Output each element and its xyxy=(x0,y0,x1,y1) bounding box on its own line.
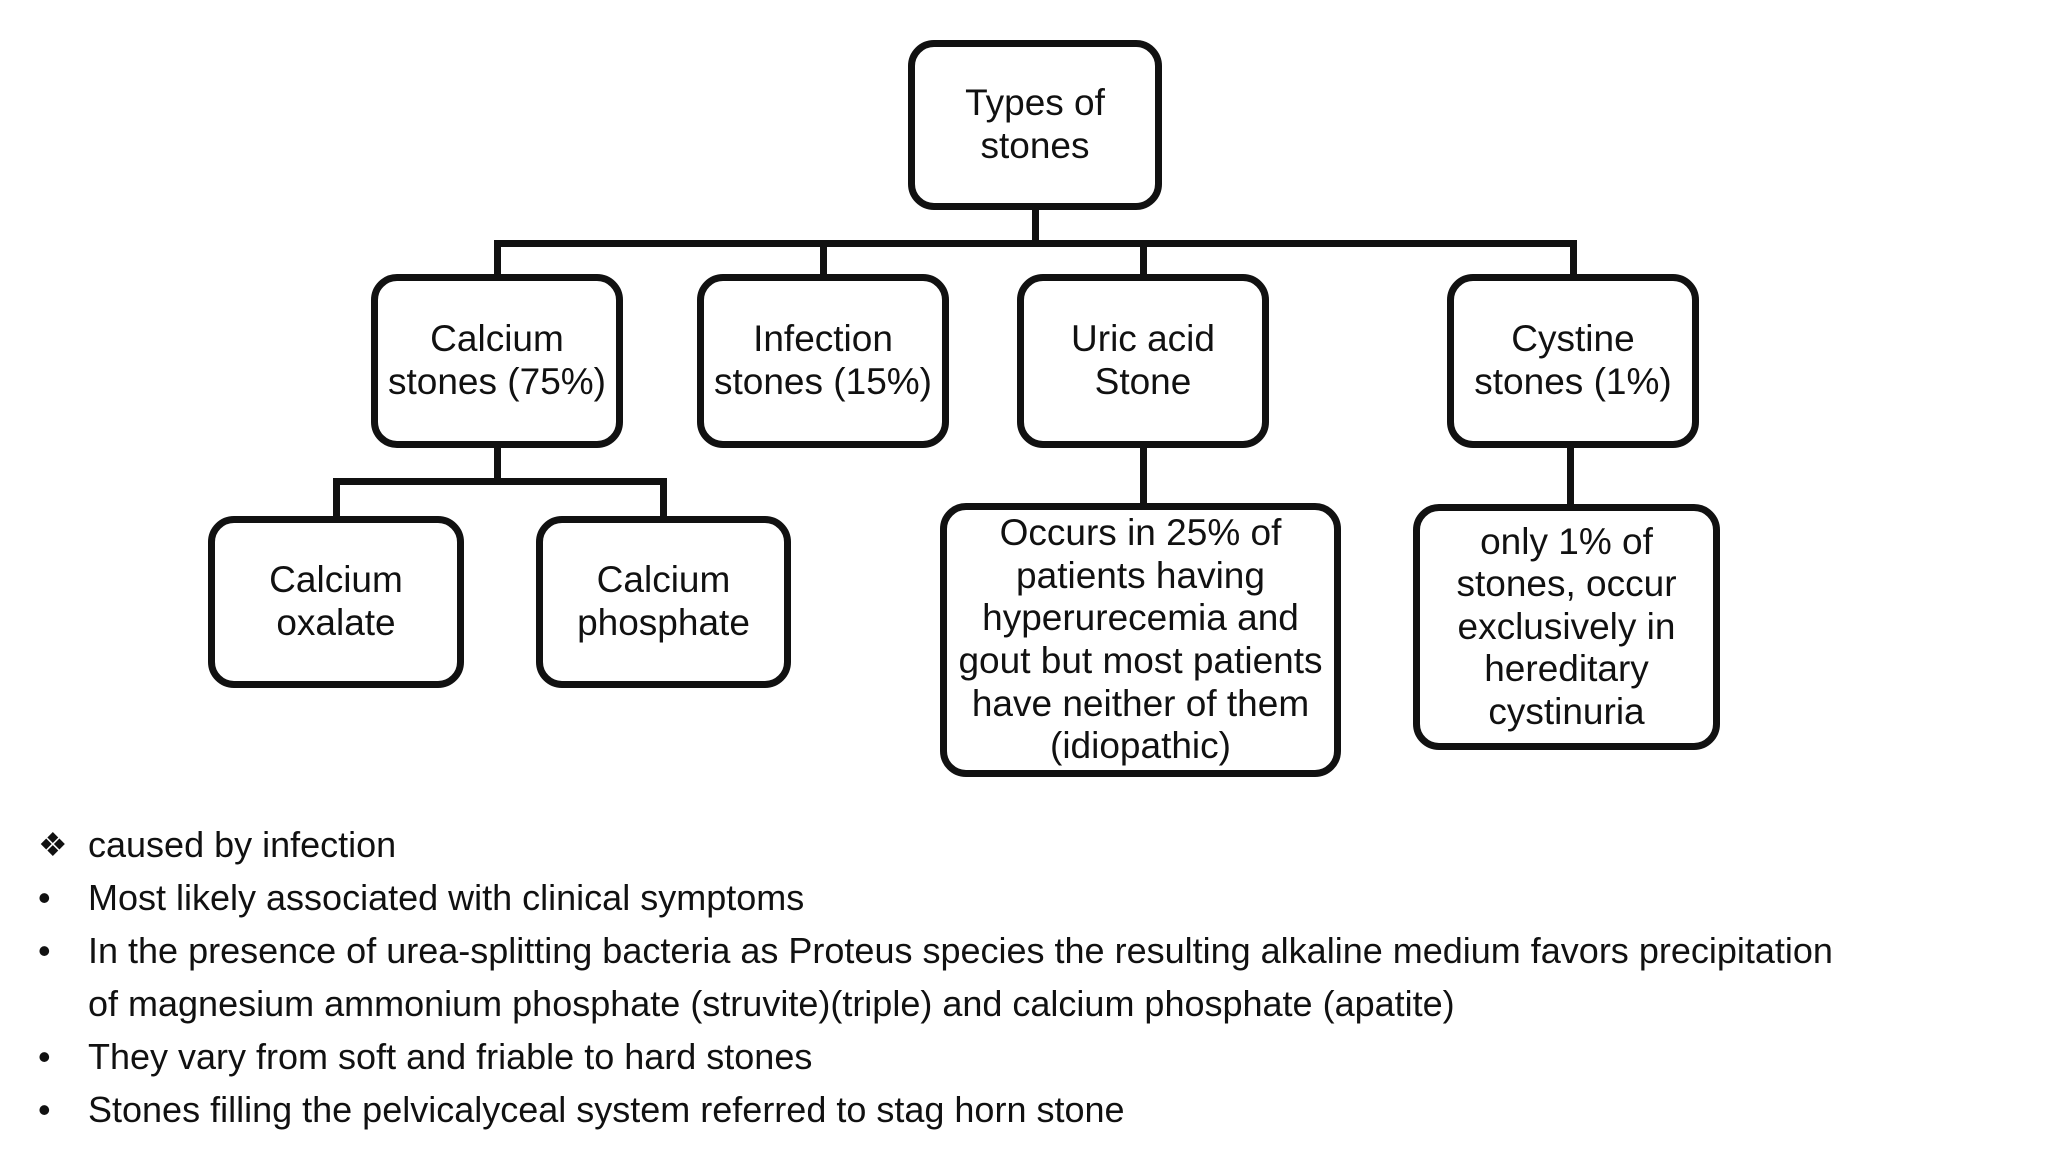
connector-drop-phosphate xyxy=(660,478,667,520)
note-clinical-symptoms: • Most likely associated with clinical s… xyxy=(0,871,2030,924)
connector-drop-calcium xyxy=(494,240,501,280)
note-urea-splitting-bacteria: • In the presence of urea-splitting bact… xyxy=(0,924,2030,1030)
connector-level3-horizontal xyxy=(333,478,667,485)
connector-drop-cystine-detail xyxy=(1567,444,1574,508)
note-text: Most likely associated with clinical sym… xyxy=(88,877,805,918)
dot-bullet-icon: • xyxy=(38,930,51,971)
note-caused-by-infection: ❖ caused by infection xyxy=(0,818,2030,871)
connector-drop-cystine xyxy=(1570,240,1577,280)
notes-list: ❖ caused by infection • Most likely asso… xyxy=(0,818,2030,1136)
diamond-bullet-icon: ❖ xyxy=(38,826,68,863)
note-soft-to-hard: • They vary from soft and friable to har… xyxy=(0,1030,2030,1083)
connector-drop-uric xyxy=(1140,240,1147,280)
connector-drop-infection xyxy=(820,240,827,280)
connector-drop-oxalate xyxy=(333,478,340,520)
note-text: Stones filling the pelvicalyceal system … xyxy=(88,1089,1125,1130)
dot-bullet-icon: • xyxy=(38,1089,51,1130)
note-text: caused by infection xyxy=(88,824,397,865)
note-text: They vary from soft and friable to hard … xyxy=(88,1036,813,1077)
note-text: In the presence of urea-splitting bacter… xyxy=(88,930,1833,1024)
dot-bullet-icon: • xyxy=(38,877,51,918)
connector-root-stem xyxy=(1032,205,1039,247)
dot-bullet-icon: • xyxy=(38,1036,51,1077)
connector-level2-horizontal xyxy=(494,240,1577,247)
connector-drop-uric-detail xyxy=(1140,444,1147,507)
connector-calcium-stem xyxy=(494,444,501,481)
note-stag-horn-stone: • Stones filling the pelvicalyceal syste… xyxy=(0,1083,2030,1136)
